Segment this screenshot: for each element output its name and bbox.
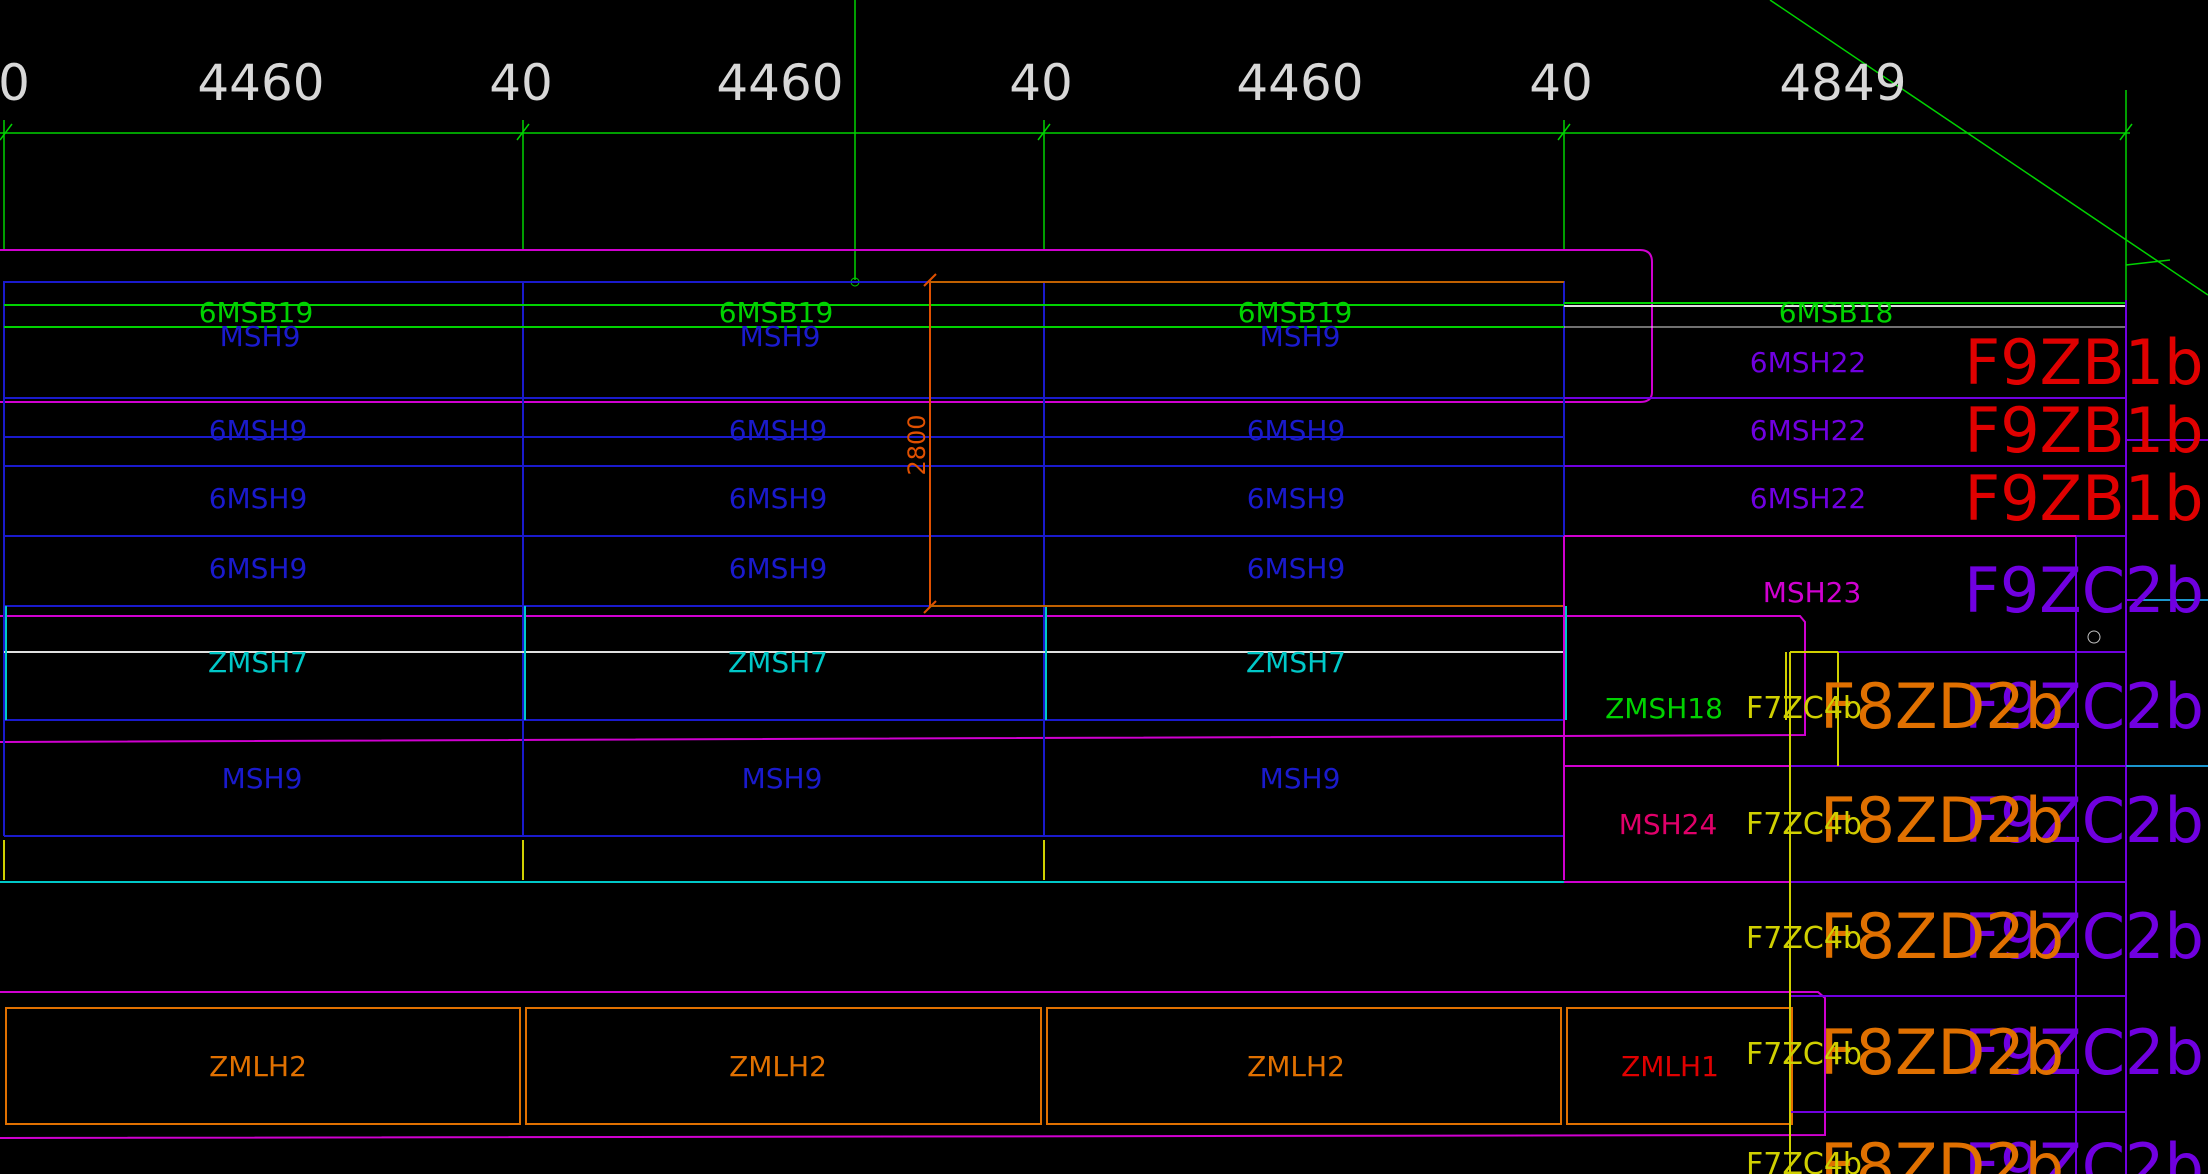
beam-label: 6MSH9 bbox=[1247, 552, 1346, 585]
vertical-dimension bbox=[923, 273, 1564, 614]
beam-label: MSH23 bbox=[1763, 576, 1862, 609]
zmlh-boxes bbox=[5, 1007, 1793, 1125]
node-marker-icon bbox=[2087, 630, 2101, 644]
dim-label: 40 bbox=[1009, 54, 1073, 112]
dim-label: 4460 bbox=[716, 54, 843, 112]
green-beam-lines bbox=[4, 302, 2126, 328]
tag-label: F9ZB1b bbox=[1965, 326, 2204, 399]
tag-label: F8ZD2b bbox=[1820, 900, 2064, 973]
beam-label: ZMSH7 bbox=[1246, 646, 1346, 679]
beam-labels: 6MSB19 6MSB19 6MSB19 MSH9 MSH9 MSH9 6MSH… bbox=[199, 296, 1894, 1083]
dimension-chain bbox=[0, 0, 2208, 300]
tag-label: F7ZC4b bbox=[1746, 921, 1862, 956]
beam-label: 6MSH22 bbox=[1750, 482, 1866, 515]
beam-label: ZMSH18 bbox=[1605, 692, 1723, 725]
beam-label: 6MSH9 bbox=[1247, 482, 1346, 515]
cyan-beam-lines bbox=[0, 606, 1567, 883]
beam-label: 6MSH22 bbox=[1750, 414, 1866, 447]
beam-label: 6MSH9 bbox=[209, 482, 308, 515]
tag-label: F9ZC2b bbox=[1964, 1130, 2204, 1174]
tag-label: F9ZC2b bbox=[1964, 900, 2204, 973]
dim-label: 4460 bbox=[197, 54, 324, 112]
beam-label: MSH9 bbox=[222, 762, 303, 795]
vertical-dim-label: 2800 bbox=[903, 414, 931, 475]
right-grid-cyan bbox=[2126, 599, 2208, 767]
tag-label: F7ZC4b bbox=[1746, 807, 1862, 842]
section-tags: F9ZB1b F9ZB1b F9ZB1b F9ZC2b F9ZC2b F9ZC2… bbox=[1820, 326, 2204, 1174]
dim-label: 4460 bbox=[1236, 54, 1363, 112]
tag-label: F7ZC4b bbox=[1746, 691, 1862, 726]
beam-label: ZMSH7 bbox=[208, 646, 308, 679]
yellow-ticks bbox=[3, 840, 1045, 880]
tag-label: F9ZC2b bbox=[1964, 784, 2204, 857]
beam-label: ZMLH1 bbox=[1621, 1050, 1719, 1083]
beam-label: MSH9 bbox=[740, 320, 821, 353]
right-grid-yellow bbox=[1785, 651, 1839, 1174]
dimension-labels: 0 4460 40 4460 40 4460 40 4849 bbox=[0, 54, 1907, 112]
small-tags: F7ZC4b F7ZC4b F7ZC4b F7ZC4b F7ZC4b bbox=[1746, 691, 1862, 1174]
beam-label: MSH24 bbox=[1619, 808, 1718, 841]
tag-label: F7ZC4b bbox=[1746, 1037, 1862, 1072]
tag-label: F9ZC2b bbox=[1964, 1016, 2204, 1089]
dim-label: 40 bbox=[1529, 54, 1593, 112]
beam-label: 6MSH9 bbox=[209, 414, 308, 447]
dim-label: 4849 bbox=[1779, 54, 1906, 112]
beam-label: 6MSB18 bbox=[1779, 296, 1894, 329]
beam-label: 6MSH9 bbox=[209, 552, 308, 585]
tag-label: F9ZC2b bbox=[1964, 670, 2204, 743]
beam-label: MSH9 bbox=[742, 762, 823, 795]
beam-label: 6MSH22 bbox=[1750, 346, 1866, 379]
beam-label: ZMLH2 bbox=[1247, 1050, 1345, 1083]
right-grid-magenta bbox=[1563, 535, 2076, 883]
beam-label: 6MSB19 bbox=[1238, 296, 1353, 329]
tag-label: F8ZD2b bbox=[1820, 1130, 2064, 1174]
beam-label: ZMSH7 bbox=[728, 646, 828, 679]
beam-label: MSH9 bbox=[220, 320, 301, 353]
beam-grid bbox=[3, 281, 1565, 880]
beam-label: MSH9 bbox=[1260, 320, 1341, 353]
tag-label: F8ZD2b bbox=[1820, 1016, 2064, 1089]
dim-label: 40 bbox=[489, 54, 553, 112]
tag-label: F9ZB1b bbox=[1965, 462, 2204, 535]
tag-label: F8ZD2b bbox=[1820, 784, 2064, 857]
beam-label: 6MSH9 bbox=[729, 482, 828, 515]
beam-label: ZMLH2 bbox=[729, 1050, 827, 1083]
tag-label: F7ZC4b bbox=[1746, 1147, 1862, 1174]
beam-label: 6MSH9 bbox=[729, 414, 828, 447]
tag-label: F9ZB1b bbox=[1965, 394, 2204, 467]
beam-label: 6MSB19 bbox=[719, 296, 834, 329]
tag-label: F8ZD2b bbox=[1820, 670, 2064, 743]
beam-label: ZMLH2 bbox=[209, 1050, 307, 1083]
beam-label: 6MSH9 bbox=[729, 552, 828, 585]
dim-label: 0 bbox=[0, 54, 30, 112]
beam-label: 6MSB19 bbox=[199, 296, 314, 329]
tag-label: F9ZC2b bbox=[1964, 554, 2204, 627]
revision-clouds bbox=[0, 249, 1826, 1139]
beam-label: 6MSH9 bbox=[1247, 414, 1346, 447]
beam-label: MSH9 bbox=[1260, 762, 1341, 795]
